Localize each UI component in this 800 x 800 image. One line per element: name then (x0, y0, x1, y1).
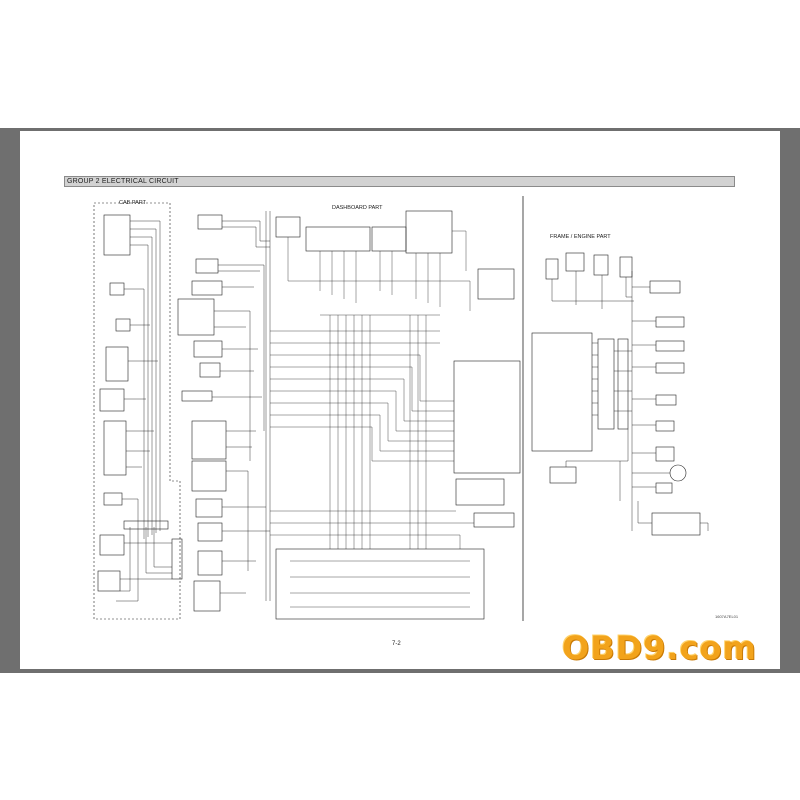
drawing-code: 1607A7EL01 (715, 614, 739, 619)
dashboard-part-label: DASHBOARD PART (332, 205, 383, 211)
frame-engine-wires (551, 271, 709, 531)
dashboard-wires (270, 230, 474, 608)
cab-part-label: CAB PART (119, 200, 146, 206)
left-column-components (177, 214, 227, 612)
left-column-wires (212, 211, 271, 601)
frame-engine-components (531, 252, 701, 536)
page-number: 7-2 (392, 641, 401, 647)
cab-components (97, 214, 183, 592)
schematic-page[interactable]: GROUP 2 ELECTRICAL CIRCUIT CAB PART DASH… (20, 131, 780, 669)
frame-engine-part-label: FRAME / ENGINE PART (550, 234, 611, 240)
wiring-diagram (93, 196, 709, 621)
dashboard-components (275, 210, 521, 620)
cab-part-boundary (93, 202, 181, 620)
group-header: GROUP 2 ELECTRICAL CIRCUIT (64, 176, 735, 187)
watermark-logo: OBD9.com (562, 629, 757, 667)
cab-wires (116, 220, 172, 602)
